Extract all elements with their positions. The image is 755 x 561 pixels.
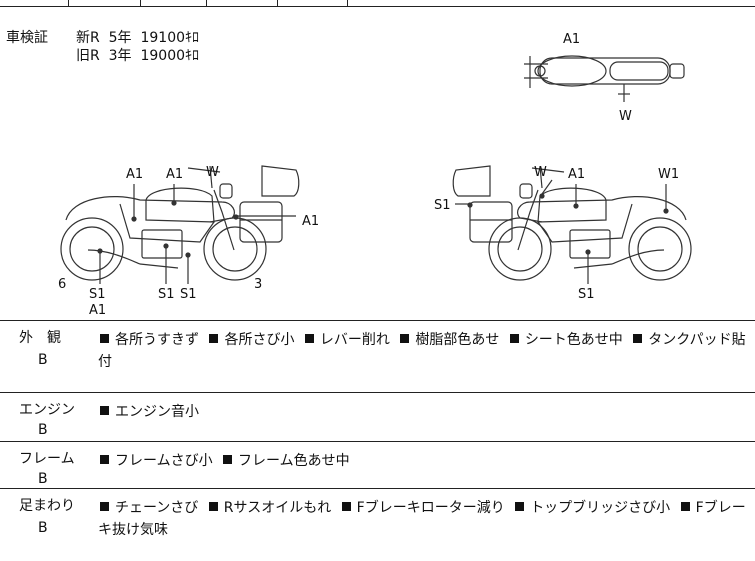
label-right-w1: W1 [658, 167, 679, 182]
note-item: Fブレーキ抜け気味 [98, 500, 746, 538]
note-item: Fブレーキローター減り [356, 500, 505, 516]
section-notes: チェーンさび Rサスオイルもれ Fブレーキローター減り トップブリッジさび小 F… [98, 497, 750, 541]
section-grade: B [38, 471, 48, 487]
shaken-years: 3年 [108, 48, 132, 64]
section-engine: エンジン B エンジン音小 [0, 393, 755, 442]
label-top-a1: A1 [563, 32, 580, 47]
note-item: フレームさび小 [115, 453, 213, 469]
section-exterior: 外 観 B 各所うすきず 各所さび小 レバー削れ 樹脂部色あせ シート色あせ中 … [0, 321, 755, 393]
section-name: エンジン [19, 402, 75, 418]
label-left-a1: A1 [302, 214, 319, 229]
note-item: トップブリッジさび小 [530, 500, 671, 516]
label-left-s1: S1 [158, 287, 175, 302]
note-item: レバー削れ [319, 332, 390, 348]
section-suspension: 足まわり B チェーンさび Rサスオイルもれ Fブレーキローター減り トップブリ… [0, 489, 755, 561]
shaken-years: 5年 [108, 30, 132, 46]
shaken-km: 19000ｷﾛ [140, 48, 200, 64]
motorcycle-diagrams: A1 W A1 A1 W A1 6 S1 A1 S1 S1 3 W A1 W1 … [58, 32, 692, 318]
label-left-a1: A1 [166, 167, 183, 182]
shaken-row-new: 新R 5年 19100ｷﾛ [76, 30, 199, 46]
label-left-a1: A1 [126, 167, 143, 182]
note-item: エンジン音小 [115, 404, 199, 420]
section-notes: エンジン音小 [98, 401, 750, 423]
label-left-s1: S1 [180, 287, 197, 302]
label-left-s1: S1 [89, 287, 106, 302]
note-item: Rサスオイルもれ [223, 500, 332, 516]
left-view-motorcycle [60, 165, 300, 284]
section-notes: フレームさび小 フレーム色あせ中 [98, 450, 750, 472]
section-notes: 各所うすきず 各所さび小 レバー削れ 樹脂部色あせ シート色あせ中 タンクパッド… [98, 329, 750, 373]
bike-diagram-panel: 車検証 新R 5年 19100ｷﾛ 旧R 3年 19000ｷﾛ [0, 6, 755, 321]
note-item: 各所うすきず [115, 332, 199, 348]
section-grade: B [38, 520, 48, 536]
shaken-type: 新R [76, 30, 100, 46]
section-frame: フレーム B フレームさび小 フレーム色あせ中 [0, 442, 755, 489]
note-item: タンクパッド貼付 [98, 332, 746, 370]
right-view-motorcycle [452, 165, 692, 284]
section-name: 外 観 [19, 330, 61, 346]
label-right-s1: S1 [578, 287, 595, 302]
label-right-w: W [534, 165, 547, 180]
shaken-label: 車検証 [6, 30, 48, 46]
shaken-km: 19100ｷﾛ [140, 30, 200, 46]
label-right-s1: S1 [434, 198, 451, 213]
note-item: 各所さび小 [224, 332, 295, 348]
label-top-w: W [619, 109, 632, 124]
label-left-3: 3 [254, 277, 262, 292]
label-left-6: 6 [58, 277, 66, 292]
section-grade: B [38, 422, 48, 438]
section-grade: B [38, 352, 48, 368]
shaken-row-old: 旧R 3年 19000ｷﾛ [76, 48, 199, 64]
note-item: フレーム色あせ中 [238, 453, 350, 469]
label-right-a1: A1 [568, 167, 585, 182]
note-item: チェーンさび [115, 500, 199, 516]
label-left-w: W [206, 165, 219, 180]
table-top-border [0, 0, 755, 7]
note-item: シート色あせ中 [524, 332, 623, 348]
section-name: フレーム [19, 451, 75, 467]
note-item: 樹脂部色あせ [415, 332, 500, 348]
shaken-type: 旧R [76, 48, 100, 64]
label-left-a1: A1 [89, 303, 106, 318]
section-name: 足まわり [19, 498, 75, 514]
top-view-motorcycle [524, 55, 685, 102]
